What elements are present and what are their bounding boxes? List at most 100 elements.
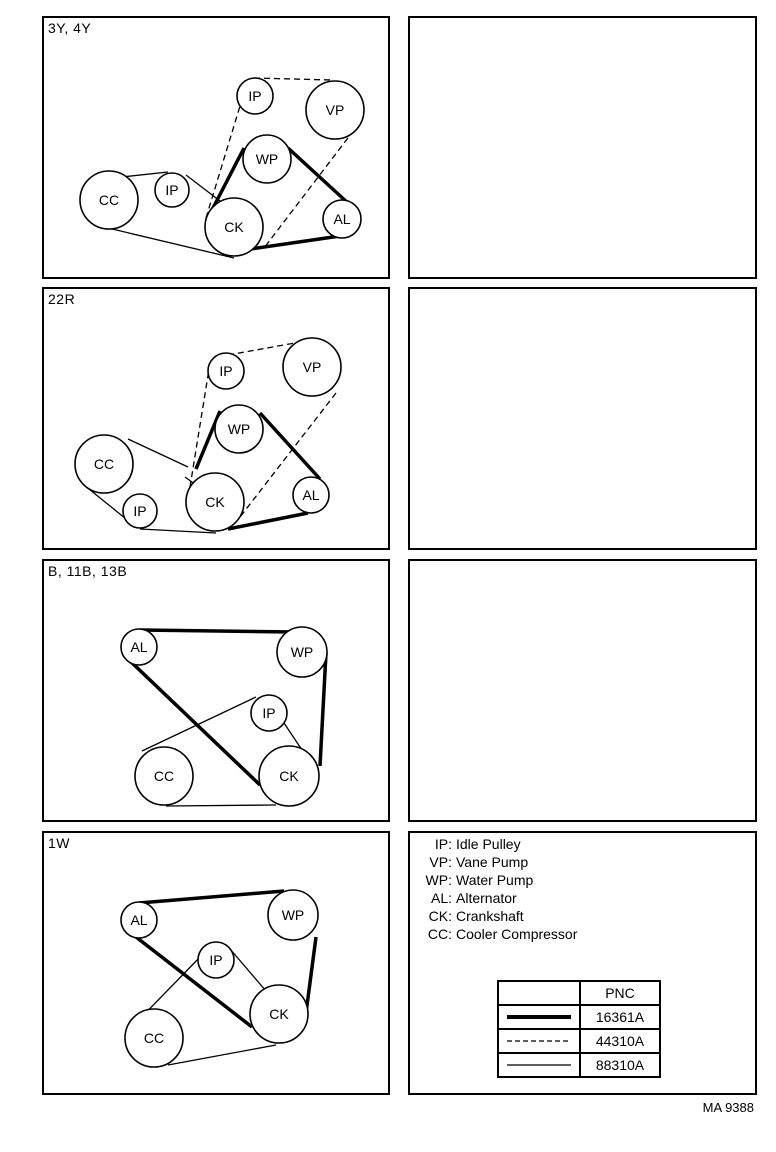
line-style-cell: [497, 1028, 581, 1054]
pnc-value: 44310A: [579, 1028, 661, 1054]
svg-text:CK: CK: [205, 494, 225, 510]
legend-item: CK: Crankshaft: [428, 908, 524, 924]
panel-label: 3Y, 4Y: [48, 20, 92, 36]
thick-belt: [126, 657, 262, 787]
legend-item: IP: Idle Pulley: [434, 836, 521, 852]
thin-solid-line-sample: [507, 1064, 571, 1066]
belt-diagram: CC IP CK WP IP VP AL: [79, 77, 365, 259]
svg-text:AL: AL: [130, 912, 147, 928]
empty-panel: [408, 559, 757, 822]
panel-label: 1W: [48, 835, 70, 851]
thick-belt: [318, 652, 328, 767]
cc-pulley: CC: [79, 170, 139, 230]
svg-text:IP: IP: [219, 363, 232, 379]
figure-code: MA 9388: [702, 1100, 754, 1115]
cc-pulley: CC: [124, 1008, 184, 1068]
empty-panel: [408, 16, 757, 279]
thin-belt: [165, 804, 277, 807]
thick-belt: [138, 889, 285, 905]
svg-text:AL: AL: [130, 639, 147, 655]
ck-pulley: CK: [185, 472, 245, 532]
thick-belt: [210, 147, 246, 211]
svg-text:CC: CC: [154, 768, 174, 784]
legend-item: VP: Vane Pump: [429, 854, 529, 870]
ip-pulley: IP: [236, 77, 274, 115]
svg-text:VP: VP: [326, 102, 345, 118]
legend-item: WP: Water Pump: [425, 872, 534, 888]
thick-belt: [134, 935, 254, 1029]
svg-text:WP: WP: [282, 907, 305, 923]
svg-text:AL: AL: [302, 487, 319, 503]
legend-item: AL: Alternator: [430, 890, 517, 906]
wp-pulley: WP: [267, 889, 319, 941]
legend-panel: IP: Idle Pulley VP: Vane Pump WP: Water …: [408, 831, 757, 1095]
thick-solid-line-sample: [507, 1015, 571, 1019]
thick-belt: [139, 628, 295, 634]
thin-belt: [229, 948, 267, 992]
cc-pulley: CC: [134, 746, 194, 806]
table-row: 88310A: [497, 1052, 661, 1078]
ip-pulley: IP: [122, 493, 158, 529]
al-pulley: AL: [120, 628, 158, 666]
diagram-panel-1w: 1W AL WP IP CC CK: [42, 831, 390, 1095]
svg-text:CC: CC: [99, 192, 119, 208]
dashed-belt: [227, 340, 307, 356]
pnc-value: 88310A: [579, 1052, 661, 1078]
belt-diagram: CC IP CK WP IP VP AL: [74, 337, 342, 534]
diagram-panel-3y-4y: 3Y, 4Y CC IP CK WP IP VP AL: [42, 16, 390, 279]
svg-text:CK: CK: [224, 219, 244, 235]
table-row: 16361A: [497, 1004, 661, 1030]
al-pulley: AL: [292, 476, 330, 514]
line-style-cell: [497, 1052, 581, 1078]
wp-pulley: WP: [242, 134, 292, 184]
ip-pulley: IP: [197, 941, 235, 979]
al-pulley: AL: [120, 901, 158, 939]
ck-pulley: CK: [258, 745, 320, 807]
belt-diagram: AL WP IP CC CK: [120, 626, 328, 807]
svg-text:WP: WP: [256, 151, 279, 167]
svg-text:WP: WP: [228, 421, 251, 437]
thin-belt: [167, 1044, 277, 1066]
svg-text:IP: IP: [133, 503, 146, 519]
pulley-legend: IP: Idle Pulley VP: Vane Pump WP: Water …: [410, 835, 750, 943]
dashed-line-sample: [507, 1040, 571, 1042]
line-style-header: [497, 980, 581, 1006]
thick-belt: [286, 146, 351, 206]
ck-pulley: CK: [204, 197, 264, 257]
dashed-belt: [239, 392, 337, 518]
ip-pulley: IP: [154, 172, 190, 208]
cc-pulley: CC: [74, 434, 134, 494]
line-style-cell: [497, 1004, 581, 1030]
thin-belt: [127, 438, 189, 468]
ck-pulley: CK: [249, 984, 309, 1044]
svg-text:IP: IP: [165, 182, 178, 198]
pnc-header: PNC: [579, 980, 661, 1006]
thin-belt: [141, 696, 257, 752]
svg-text:WP: WP: [291, 644, 314, 660]
wp-pulley: WP: [214, 404, 264, 454]
legend-item: CC: Cooler Compressor: [427, 926, 578, 942]
svg-text:IP: IP: [248, 88, 261, 104]
belt-diagram: AL WP IP CC CK: [120, 889, 319, 1068]
thin-belt: [185, 174, 221, 202]
thin-belt: [107, 227, 235, 259]
vp-pulley: VP: [305, 80, 365, 140]
wp-pulley: WP: [276, 626, 328, 678]
dashed-belt: [189, 362, 211, 488]
thin-belt: [139, 528, 217, 534]
diagram-panel-22r: 22R CC IP CK WP IP VP AL: [42, 287, 390, 550]
thick-belt: [304, 936, 318, 1014]
table-row: 44310A: [497, 1028, 661, 1054]
svg-text:CK: CK: [279, 768, 299, 784]
svg-text:CC: CC: [144, 1030, 164, 1046]
panel-label: 22R: [48, 291, 76, 307]
thick-belt: [243, 234, 341, 252]
dashed-belt: [263, 129, 355, 249]
thick-belt: [227, 511, 309, 531]
svg-text:IP: IP: [262, 705, 275, 721]
pnc-table: PNC 16361A 44310A 88310A: [497, 980, 661, 1078]
ip-pulley: IP: [250, 694, 288, 732]
ip-pulley: IP: [207, 352, 245, 390]
diagram-panel-b-11b-13b: B, 11B, 13B AL WP IP CC CK: [42, 559, 390, 822]
al-pulley: AL: [322, 199, 362, 239]
